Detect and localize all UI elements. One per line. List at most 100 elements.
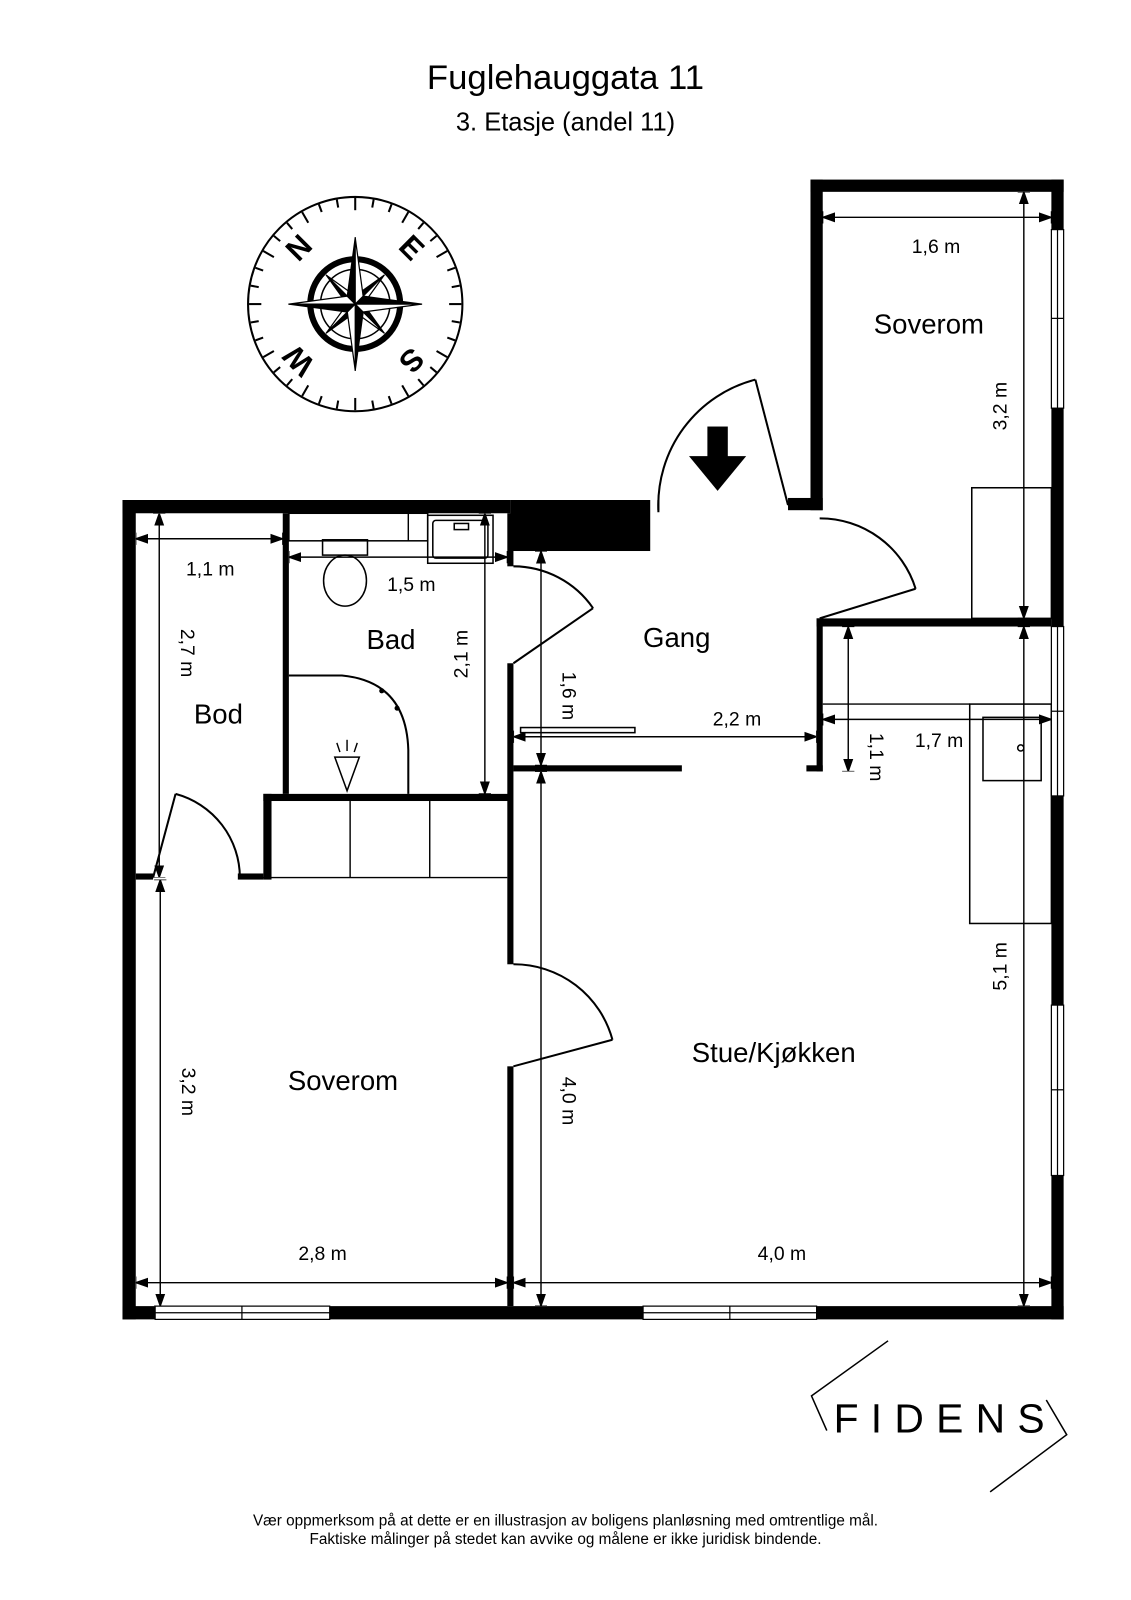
- shower-ring: [379, 688, 385, 694]
- disclaimer-line-1: Vær oppmerksom på at dette er en illustr…: [253, 1513, 878, 1530]
- dimension-bod-width: 1,1 m: [135, 539, 283, 581]
- compass-star-point: [288, 295, 356, 305]
- shower-ring: [394, 705, 400, 711]
- compass-tick: [301, 211, 310, 224]
- compass-star: [288, 237, 423, 372]
- wall-top-left-exterior: [122, 500, 511, 514]
- wall-kitchen-stub: [806, 765, 823, 772]
- compass-tick: [436, 250, 448, 259]
- compass-tick: [451, 320, 460, 324]
- compass-tick: [429, 235, 438, 242]
- dimension-soverom-top-length: 3,2 m: [989, 191, 1023, 619]
- window-bedroom-bottom: [154, 1305, 331, 1320]
- bathroom-shelf: [288, 512, 429, 542]
- dimension-label: 1,7 m: [915, 730, 963, 752]
- dimension-label: 3,2 m: [177, 1068, 199, 1116]
- dimension-label: 1,6 m: [558, 672, 580, 720]
- compass-star-point: [288, 303, 356, 313]
- compass-ticks: [249, 197, 462, 411]
- compass-north-label: N: [279, 228, 319, 268]
- dimension-label: 4,0 m: [758, 1243, 806, 1265]
- compass-tick: [446, 336, 456, 342]
- compass-tick: [417, 222, 425, 230]
- compass-tick: [255, 336, 264, 342]
- room-label-bod: Bod: [194, 698, 243, 729]
- room-label-soverom-top: Soverom: [874, 309, 984, 340]
- arrow-down-icon: [689, 426, 747, 491]
- doors: [152, 378, 917, 1068]
- logo-text: FIDENS: [834, 1396, 1057, 1442]
- dimension-stue-length: 5,1 m: [989, 626, 1023, 1307]
- compass-tick: [273, 366, 281, 374]
- compass-tick: [273, 235, 281, 242]
- wall-left-exterior: [122, 500, 136, 1320]
- dimensions: 1,1 m 2,7 m 1,5 m 2,1 m 1,6 m 2,2 m 1,6 …: [135, 191, 1052, 1307]
- dimension-bad-width: 1,5 m: [288, 557, 508, 596]
- compass-tick: [250, 284, 259, 289]
- compass-tick: [301, 384, 310, 397]
- compass-east-label: E: [392, 229, 430, 267]
- compass-star-point: [354, 303, 423, 313]
- compass-tick: [401, 211, 410, 224]
- compass-tick: [317, 395, 323, 405]
- dimension-gang-width: 2,2 m: [513, 709, 817, 737]
- room-labels: Soverom Gang Bad Bod Soverom Stue/Kjøkke…: [194, 309, 984, 1096]
- dimension-label: 5,1 m: [989, 942, 1011, 990]
- dimension-label: 1,5 m: [387, 574, 435, 596]
- window-bedroom-top: [1050, 228, 1065, 409]
- shower-curtain: [288, 674, 410, 794]
- dimension-kitchen-depth: 1,1 m: [848, 626, 887, 781]
- dimension-gang-length: 1,6 m: [541, 551, 580, 766]
- sink-icon: [426, 514, 494, 565]
- bathroom-door: [512, 565, 594, 665]
- wall-bod-stub-right: [237, 873, 264, 880]
- dimension-label: 2,2 m: [713, 709, 761, 731]
- closet: [239, 801, 508, 879]
- dimension-bod-length: 2,7 m: [159, 513, 198, 878]
- dimension-label: 1,1 m: [865, 733, 887, 781]
- dimension-stue-depth: 4,0 m: [541, 771, 580, 1307]
- compass-tick: [387, 395, 393, 405]
- compass-rose-icon: N E S W: [247, 195, 464, 413]
- compass-south-label: S: [392, 341, 430, 379]
- dimension-label: 2,1 m: [450, 630, 472, 678]
- wall-closet-left: [263, 793, 272, 880]
- compass-tick: [262, 350, 275, 359]
- window-living-right: [1050, 1004, 1065, 1177]
- wall-bod-stub: [135, 873, 154, 880]
- dimension-label: 1,1 m: [186, 559, 234, 581]
- wall-top-block: [510, 500, 651, 552]
- compass-tick: [286, 222, 294, 230]
- storage-door: [152, 792, 241, 878]
- kitchen-sink-icon: [982, 716, 1042, 782]
- wall-bottom-exterior: [122, 1306, 1064, 1320]
- compass-tick: [255, 266, 264, 272]
- compass-star-point: [354, 295, 423, 305]
- compass-tick: [286, 378, 294, 387]
- compass-tick: [451, 284, 460, 289]
- dimension-label: 3,2 m: [989, 382, 1011, 430]
- room-label-bad: Bad: [366, 624, 415, 655]
- wall-bedroom-top: [810, 179, 1064, 192]
- compass-tick: [371, 199, 375, 208]
- wall-gang-partition: [513, 765, 682, 772]
- compass-star-point: [346, 303, 356, 372]
- bedroom-bottom-door: [513, 963, 614, 1068]
- wall-kitchen: [816, 618, 823, 772]
- compass-west-label: W: [277, 338, 322, 383]
- dimension-bad-length: 2,1 m: [450, 513, 484, 794]
- compass-tick: [262, 250, 275, 259]
- wall-corridor-lower: [507, 1066, 514, 1307]
- brand-logo: FIDENS: [810, 1340, 1068, 1493]
- dimension-kitchen-width: 1,7 m: [822, 719, 1052, 752]
- compass-tick: [436, 350, 448, 359]
- dimension-label: 1,6 m: [912, 236, 960, 258]
- wall-bedroom-left: [810, 179, 823, 511]
- dimension-soverom-top-width: 1,6 m: [822, 217, 1052, 258]
- compass-tick: [371, 400, 375, 409]
- room-label-stue-kjokken: Stue/Kjøkken: [692, 1037, 856, 1068]
- compass-tick: [417, 378, 425, 387]
- fixtures: [239, 486, 1053, 925]
- dimension-label: 2,8 m: [298, 1243, 346, 1265]
- compass-star-point: [346, 237, 356, 305]
